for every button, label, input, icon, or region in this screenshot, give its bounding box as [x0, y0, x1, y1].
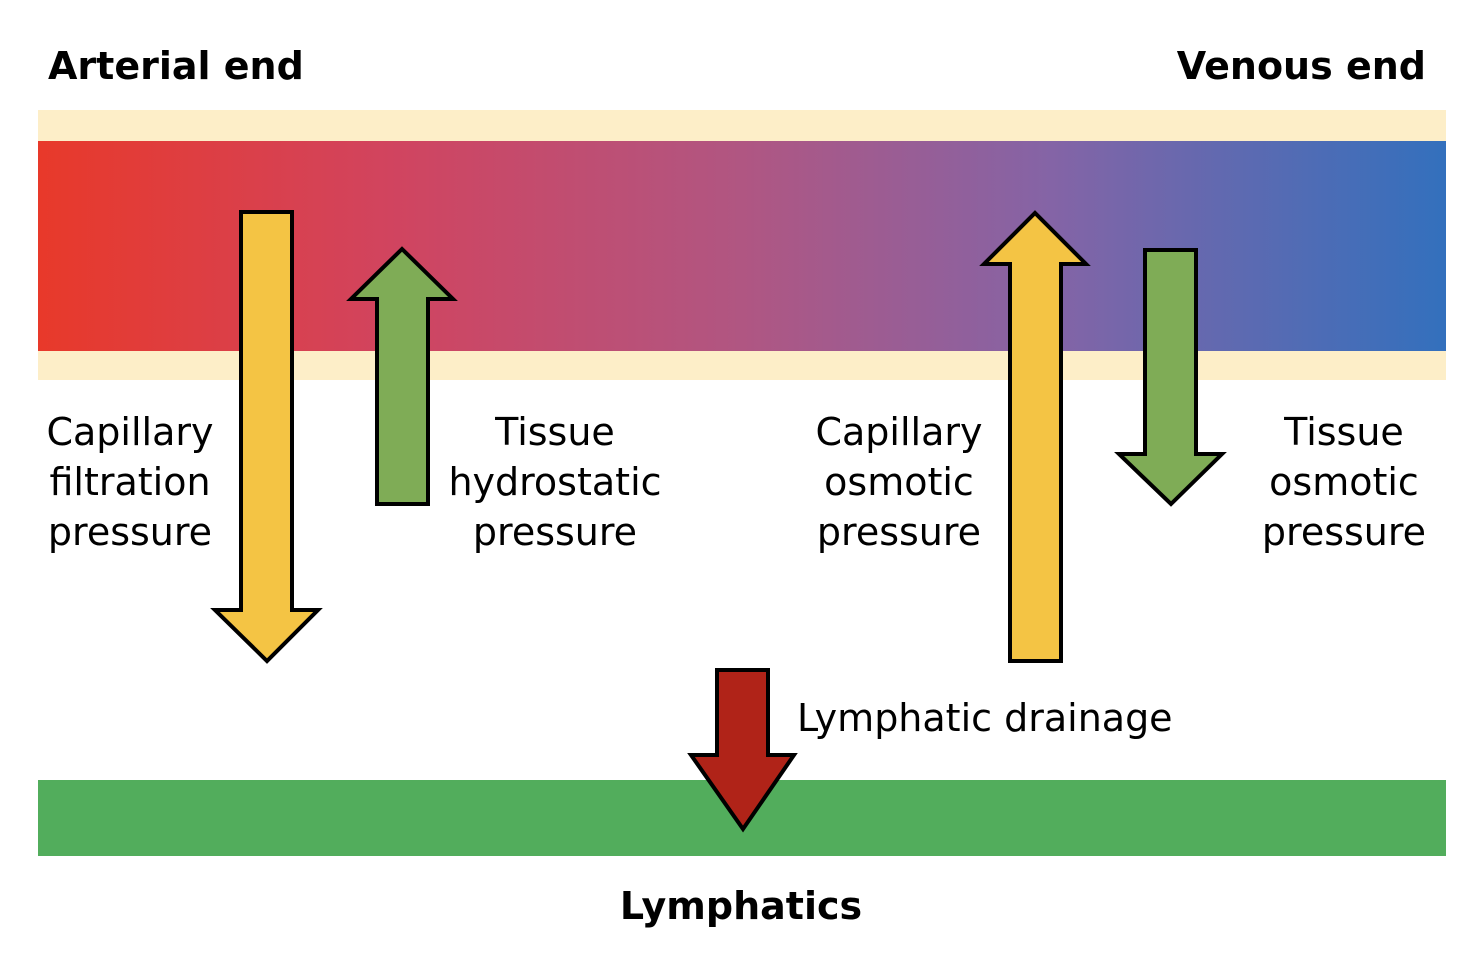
tissue-osmotic-pressure-label: Tissue osmotic pressure	[1261, 410, 1427, 554]
lymphatics-label: Lymphatics	[619, 884, 863, 928]
venous-end-label: Venous end	[1176, 44, 1426, 88]
lymphatic-drainage-arrow	[687, 668, 798, 833]
tissue-osmotic-arrow	[1114, 248, 1227, 507]
tissue-hydrostatic-arrow	[346, 246, 458, 506]
tissue-hydrostatic-pressure-label: Tissue hydrostatic pressure	[448, 410, 662, 554]
capillary-filtration-pressure-label: Capillary filtration pressure	[46, 410, 214, 554]
capillary-osmotic-arrow	[979, 210, 1091, 663]
capillary-filtration-arrow	[210, 210, 323, 664]
capillary-osmotic-pressure-label: Capillary osmotic pressure	[815, 410, 983, 554]
capillary-wall-top	[38, 110, 1446, 141]
arterial-end-label: Arterial end	[48, 44, 304, 88]
lymphatic-drainage-label: Lymphatic drainage	[797, 696, 1173, 740]
